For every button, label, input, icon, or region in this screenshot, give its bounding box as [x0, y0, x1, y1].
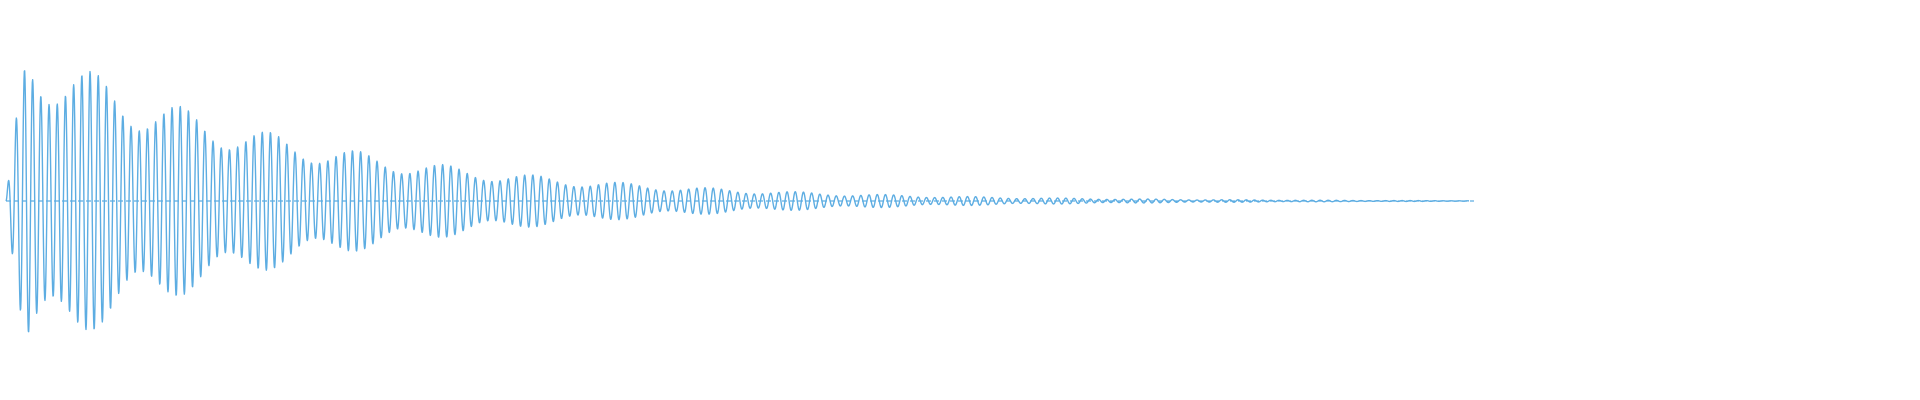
waveform-trace — [5, 70, 1470, 333]
